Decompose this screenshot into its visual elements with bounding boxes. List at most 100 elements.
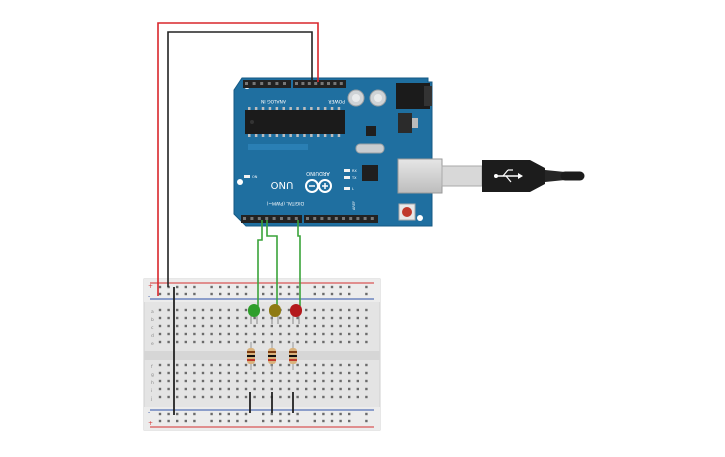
led-yellow[interactable]: [269, 304, 281, 324]
resistor-2[interactable]: [268, 342, 276, 370]
breadboard-hole: [270, 332, 273, 336]
breadboard-hole: [167, 379, 170, 383]
breadboard-hole: [193, 308, 196, 312]
breadboard-hole: [305, 371, 308, 375]
digital-label: DIGITAL (PWM~): [266, 200, 304, 206]
breadboard-hole: [270, 387, 273, 391]
row-letter-g: g: [151, 373, 154, 378]
breadboard-hole: [356, 379, 359, 383]
reset-button-cap[interactable]: [402, 207, 412, 217]
breadboard-hole: [287, 332, 291, 336]
breadboard-hole: [227, 363, 230, 367]
rail-hole: [339, 419, 342, 423]
breadboard-hole: [262, 363, 265, 367]
rx-led: [344, 169, 350, 172]
breadboard: + - - + a b c d e f g h i j: [143, 278, 381, 431]
breadboard-hole: [322, 324, 325, 328]
breadboard-hole: [287, 371, 291, 375]
rail-hole: [176, 292, 179, 296]
rail-hole: [287, 292, 291, 296]
breadboard-hole: [201, 395, 205, 399]
breadboard-hole: [227, 387, 230, 391]
breadboard-hole: [287, 395, 291, 399]
breadboard-hole: [201, 371, 205, 375]
rail-hole: [348, 285, 351, 289]
breadboard-hole: [330, 379, 334, 383]
analog-pin: [267, 82, 271, 85]
breadboard-hole: [184, 363, 187, 367]
breadboard-hole: [236, 324, 239, 328]
breadboard-hole: [184, 340, 187, 344]
breadboard-hole: [313, 332, 316, 336]
led-green-body[interactable]: [248, 304, 260, 317]
led-red-body[interactable]: [290, 304, 302, 317]
breadboard-hole: [313, 395, 316, 399]
l-label: L: [352, 187, 354, 191]
rail-hole: [158, 419, 162, 423]
resistor-3[interactable]: [289, 342, 297, 370]
breadboard-hole: [330, 308, 334, 312]
breadboard-hole: [313, 379, 316, 383]
resistor-1[interactable]: [247, 342, 255, 370]
breadboard-hole: [262, 371, 265, 375]
breadboard-hole: [219, 395, 222, 399]
wire-signal-green: [257, 220, 263, 306]
breadboard-hole: [201, 379, 205, 383]
led-yellow-body[interactable]: [269, 304, 281, 317]
analog-pin: [275, 82, 279, 85]
breadboard-hole: [193, 332, 196, 336]
digital-header-left: [241, 215, 302, 223]
breadboard-hole: [339, 387, 342, 391]
rail-hole: [322, 285, 325, 289]
chip-leg: [254, 134, 258, 137]
breadboard-hole: [330, 324, 334, 328]
breadboard-hole: [236, 332, 239, 336]
breadboard-hole: [322, 308, 325, 312]
rail-hole: [339, 285, 342, 289]
rail-hole: [176, 412, 179, 416]
breadboard-hole: [339, 324, 342, 328]
breadboard-hole: [348, 324, 351, 328]
rail-hole: [313, 285, 316, 289]
breadboard-hole: [244, 371, 248, 375]
digital-pin: [287, 217, 291, 220]
wire-signal-red: [297, 220, 301, 306]
regulator-tab: [412, 118, 418, 128]
breadboard-hole: [253, 324, 256, 328]
digital-pin: [306, 217, 309, 220]
breadboard-hole: [244, 324, 248, 328]
breadboard-hole: [236, 387, 239, 391]
breadboard-hole: [356, 363, 359, 367]
dc-jack-tip: [424, 86, 432, 106]
power-pin: [333, 82, 337, 85]
breadboard-hole: [330, 387, 334, 391]
rail-hole: [184, 419, 187, 423]
rail-hole: [210, 292, 213, 296]
breadboard-hole: [322, 340, 325, 344]
rail-hole: [330, 292, 334, 296]
breadboard-hole: [210, 308, 213, 312]
breadboard-hole: [210, 371, 213, 375]
breadboard-hole: [279, 379, 282, 383]
rail-hole: [287, 285, 291, 289]
wire-5v-red: [157, 22, 319, 296]
rail-hole: [219, 412, 222, 416]
power-pin: [339, 82, 343, 85]
power-header: [293, 80, 346, 88]
rail-hole: [158, 412, 162, 416]
breadboard-hole: [158, 371, 162, 375]
led-green[interactable]: [248, 304, 260, 324]
rail-hole: [279, 412, 282, 416]
breadboard-hole: [262, 324, 265, 328]
breadboard-hole: [253, 316, 256, 320]
usb-controller-chip: [362, 165, 378, 181]
breadboard-hole: [176, 308, 179, 312]
breadboard-hole: [219, 316, 222, 320]
digital-pin: [313, 217, 317, 220]
bottom-minus-label: -: [148, 409, 150, 416]
breadboard-hole: [356, 395, 359, 399]
led-red[interactable]: [290, 304, 302, 324]
breadboard-hole: [253, 363, 256, 367]
breadboard-hole: [201, 387, 205, 391]
rail-hole: [193, 285, 196, 289]
